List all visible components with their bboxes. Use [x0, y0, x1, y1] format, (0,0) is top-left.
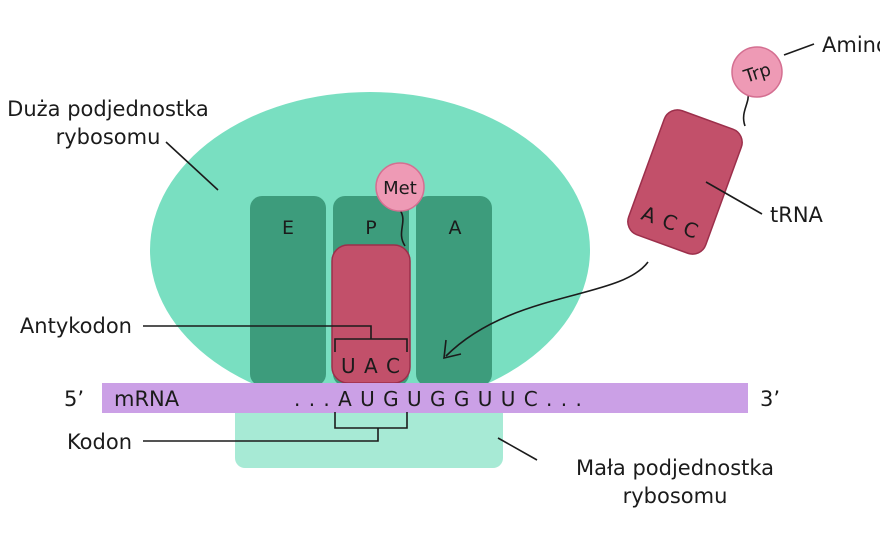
entry-arrow — [445, 261, 649, 357]
five-prime-label: 5’ — [64, 387, 84, 411]
e-site-slot — [250, 196, 326, 386]
trp-amino-acid — [731, 46, 783, 98]
small-subunit-label-line2: rybosomu — [623, 484, 728, 508]
p-site-label: P — [365, 217, 376, 239]
mrna-label: mRNA — [114, 387, 180, 411]
incoming-trna: A C C — [627, 109, 743, 255]
large-subunit-label-line1: Duża podjednostka — [7, 97, 209, 121]
mrna-strand — [102, 383, 748, 413]
a-site-label: A — [449, 217, 462, 239]
trp-linker — [742, 92, 750, 127]
small-subunit-label-line1: Mała podjednostka — [576, 456, 774, 480]
met-label: Met — [383, 178, 417, 199]
trna-label: tRNA — [770, 203, 824, 227]
anticodon-bracket — [143, 325, 408, 352]
anticodon-label: Antykodon — [20, 314, 132, 338]
p-site-anticodon: U A C — [341, 354, 401, 378]
amino-acid-pointer — [783, 43, 815, 56]
codon-bracket — [143, 412, 408, 442]
three-prime-label: 3’ — [760, 387, 780, 411]
small-subunit — [235, 400, 503, 468]
e-site-label: E — [282, 217, 294, 239]
large-subunit-pointer — [165, 141, 219, 191]
codon-label: Kodon — [67, 430, 132, 454]
a-site-slot — [416, 196, 492, 386]
large-subunit-label-line2: rybosomu — [56, 125, 161, 149]
entry-arrowhead — [443, 339, 462, 360]
mrna-sequence: . . . A U G U G G U U C . . . — [294, 387, 583, 411]
trna-pointer — [705, 181, 763, 215]
met-amino-acid — [375, 162, 425, 212]
amino-acid-label: Aminokwas — [822, 33, 880, 57]
small-subunit-pointer — [497, 437, 538, 461]
met-linker — [399, 209, 406, 247]
